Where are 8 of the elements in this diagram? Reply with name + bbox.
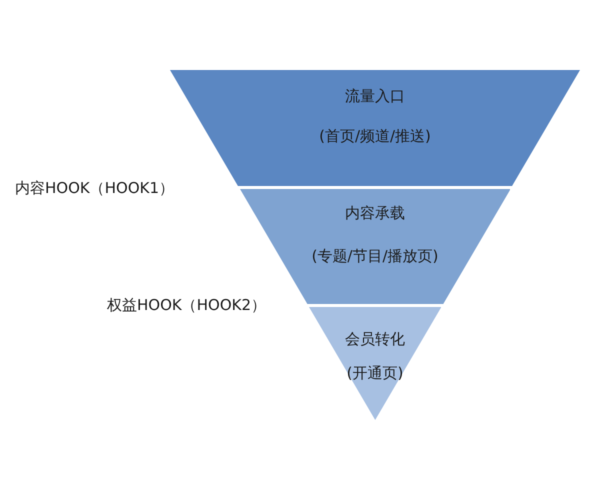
band-subtitle: (首页/频道/推送) xyxy=(318,127,432,145)
band-title: 流量入口 xyxy=(344,87,406,105)
band-title: 会员转化 xyxy=(344,330,406,348)
hook-label: 内容HOOK（HOOK1） xyxy=(15,179,174,197)
band-title: 内容承载 xyxy=(344,204,406,222)
band-subtitle: (专题/节目/播放页) xyxy=(310,247,440,265)
hook-label: 权益HOOK（HOOK2） xyxy=(107,296,266,314)
band-subtitle: (开通页) xyxy=(346,364,404,382)
